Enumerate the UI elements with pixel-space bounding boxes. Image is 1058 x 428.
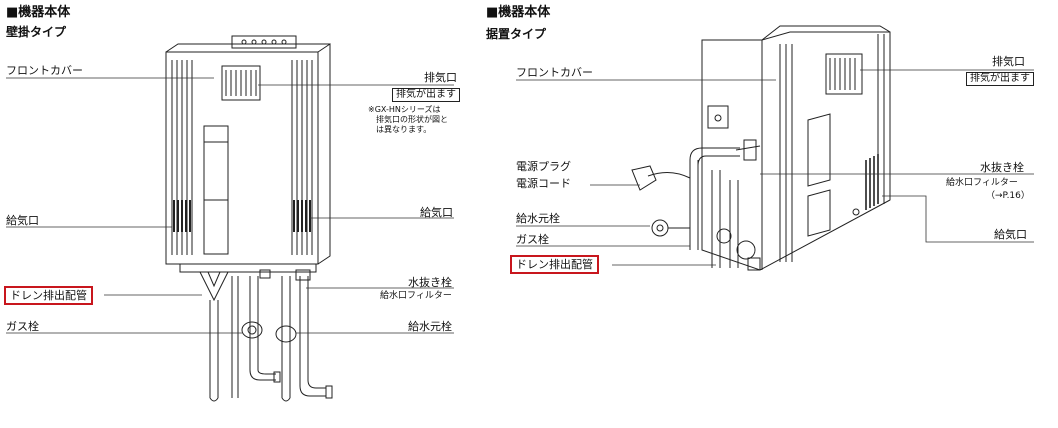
- left-footnote-line-1: ※GX-HNシリーズは: [368, 105, 441, 114]
- right-label-intake: 給気口: [994, 228, 1027, 241]
- right-label-exhaust-port: 排気口: [992, 55, 1025, 68]
- left-label-inlet-filter: 給水口フィルター: [380, 291, 452, 301]
- left-label-water-valve: 給水元栓: [408, 320, 452, 333]
- left-label-drain-pipe-highlighted: ドレン排出配管: [4, 286, 93, 305]
- right-label-power-cord: 電源コード: [516, 177, 571, 190]
- left-label-intake-left: 給気口: [6, 214, 39, 227]
- leader-lines: [6, 69, 1034, 334]
- left-section-title: ■機器本体: [6, 5, 71, 20]
- left-footnote-line-2: 排気口の形状が図と: [376, 115, 448, 124]
- left-label-front-cover: フロントカバー: [6, 64, 83, 77]
- right-label-gas-valve: ガス栓: [516, 233, 549, 246]
- wall-mounted-unit-drawing: [165, 35, 333, 402]
- right-section-subtitle: 据置タイプ: [486, 27, 547, 41]
- right-label-power-plug: 電源プラグ: [516, 160, 571, 173]
- left-label-exhaust-port: 排気口: [424, 71, 457, 84]
- right-label-exhaust-note: 排気が出ます: [966, 72, 1034, 86]
- right-section-title: ■機器本体: [486, 5, 551, 20]
- right-label-front-cover: フロントカバー: [516, 66, 593, 79]
- right-label-drain-pipe-highlighted: ドレン排出配管: [510, 255, 599, 274]
- floor-standing-unit-drawing: [631, 25, 891, 271]
- left-section-subtitle: 壁掛タイプ: [6, 25, 67, 39]
- right-label-drain-plug: 水抜き栓: [980, 161, 1024, 174]
- left-label-drain-plug: 水抜き栓: [408, 276, 452, 289]
- left-label-gas-valve: ガス栓: [6, 320, 39, 333]
- right-label-page-ref: （→P.16）: [986, 191, 1030, 201]
- left-label-intake-right: 給気口: [420, 206, 453, 219]
- right-label-inlet-filter: 給水口フィルター: [946, 178, 1018, 188]
- left-footnote-line-3: は異なります。: [376, 125, 432, 134]
- right-label-water-valve: 給水元栓: [516, 212, 560, 225]
- left-label-exhaust-note: 排気が出ます: [392, 88, 460, 102]
